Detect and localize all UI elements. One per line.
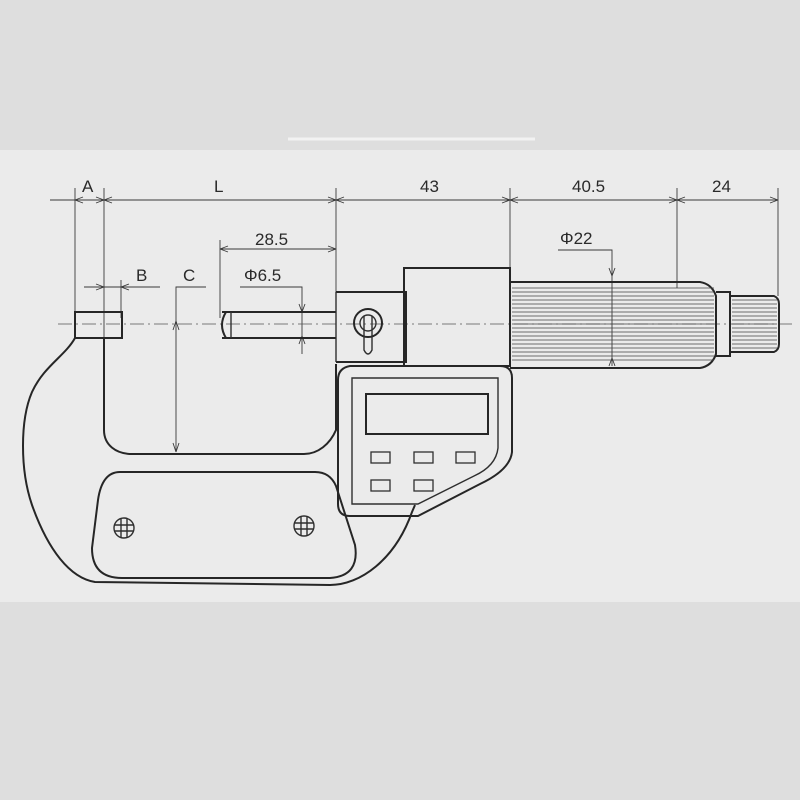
label-phi-6-5: Φ6.5 xyxy=(244,266,281,285)
label-phi-22: Φ22 xyxy=(560,229,592,248)
screw-right-icon xyxy=(293,515,315,537)
label-b: B xyxy=(136,266,147,285)
screw-left-icon xyxy=(113,517,135,539)
dimension-phi-6-5 xyxy=(240,286,306,354)
paper-area xyxy=(0,150,800,602)
label-28-5: 28.5 xyxy=(255,230,288,249)
label-c: C xyxy=(183,266,195,285)
dimension-phi-22 xyxy=(558,249,616,367)
lcd-screen xyxy=(365,393,489,435)
button-1[interactable] xyxy=(370,451,391,464)
display-buttons xyxy=(370,451,476,492)
thimble xyxy=(510,281,717,369)
lock-lever-icon xyxy=(353,308,383,355)
label-43: 43 xyxy=(420,177,439,196)
label-40-5: 40.5 xyxy=(572,177,605,196)
button-3[interactable] xyxy=(455,451,476,464)
spindle xyxy=(221,311,336,339)
ratchet xyxy=(716,291,780,357)
top-dimension-line xyxy=(50,188,779,340)
label-l: L xyxy=(214,177,223,196)
dimension-28-5 xyxy=(219,240,337,318)
dimension-c xyxy=(172,286,206,453)
button-2[interactable] xyxy=(413,451,434,464)
label-24: 24 xyxy=(712,177,731,196)
button-4[interactable] xyxy=(370,479,391,492)
c-frame xyxy=(22,311,416,587)
display-body xyxy=(337,365,513,517)
button-5[interactable] xyxy=(413,479,434,492)
label-a: A xyxy=(82,177,94,196)
